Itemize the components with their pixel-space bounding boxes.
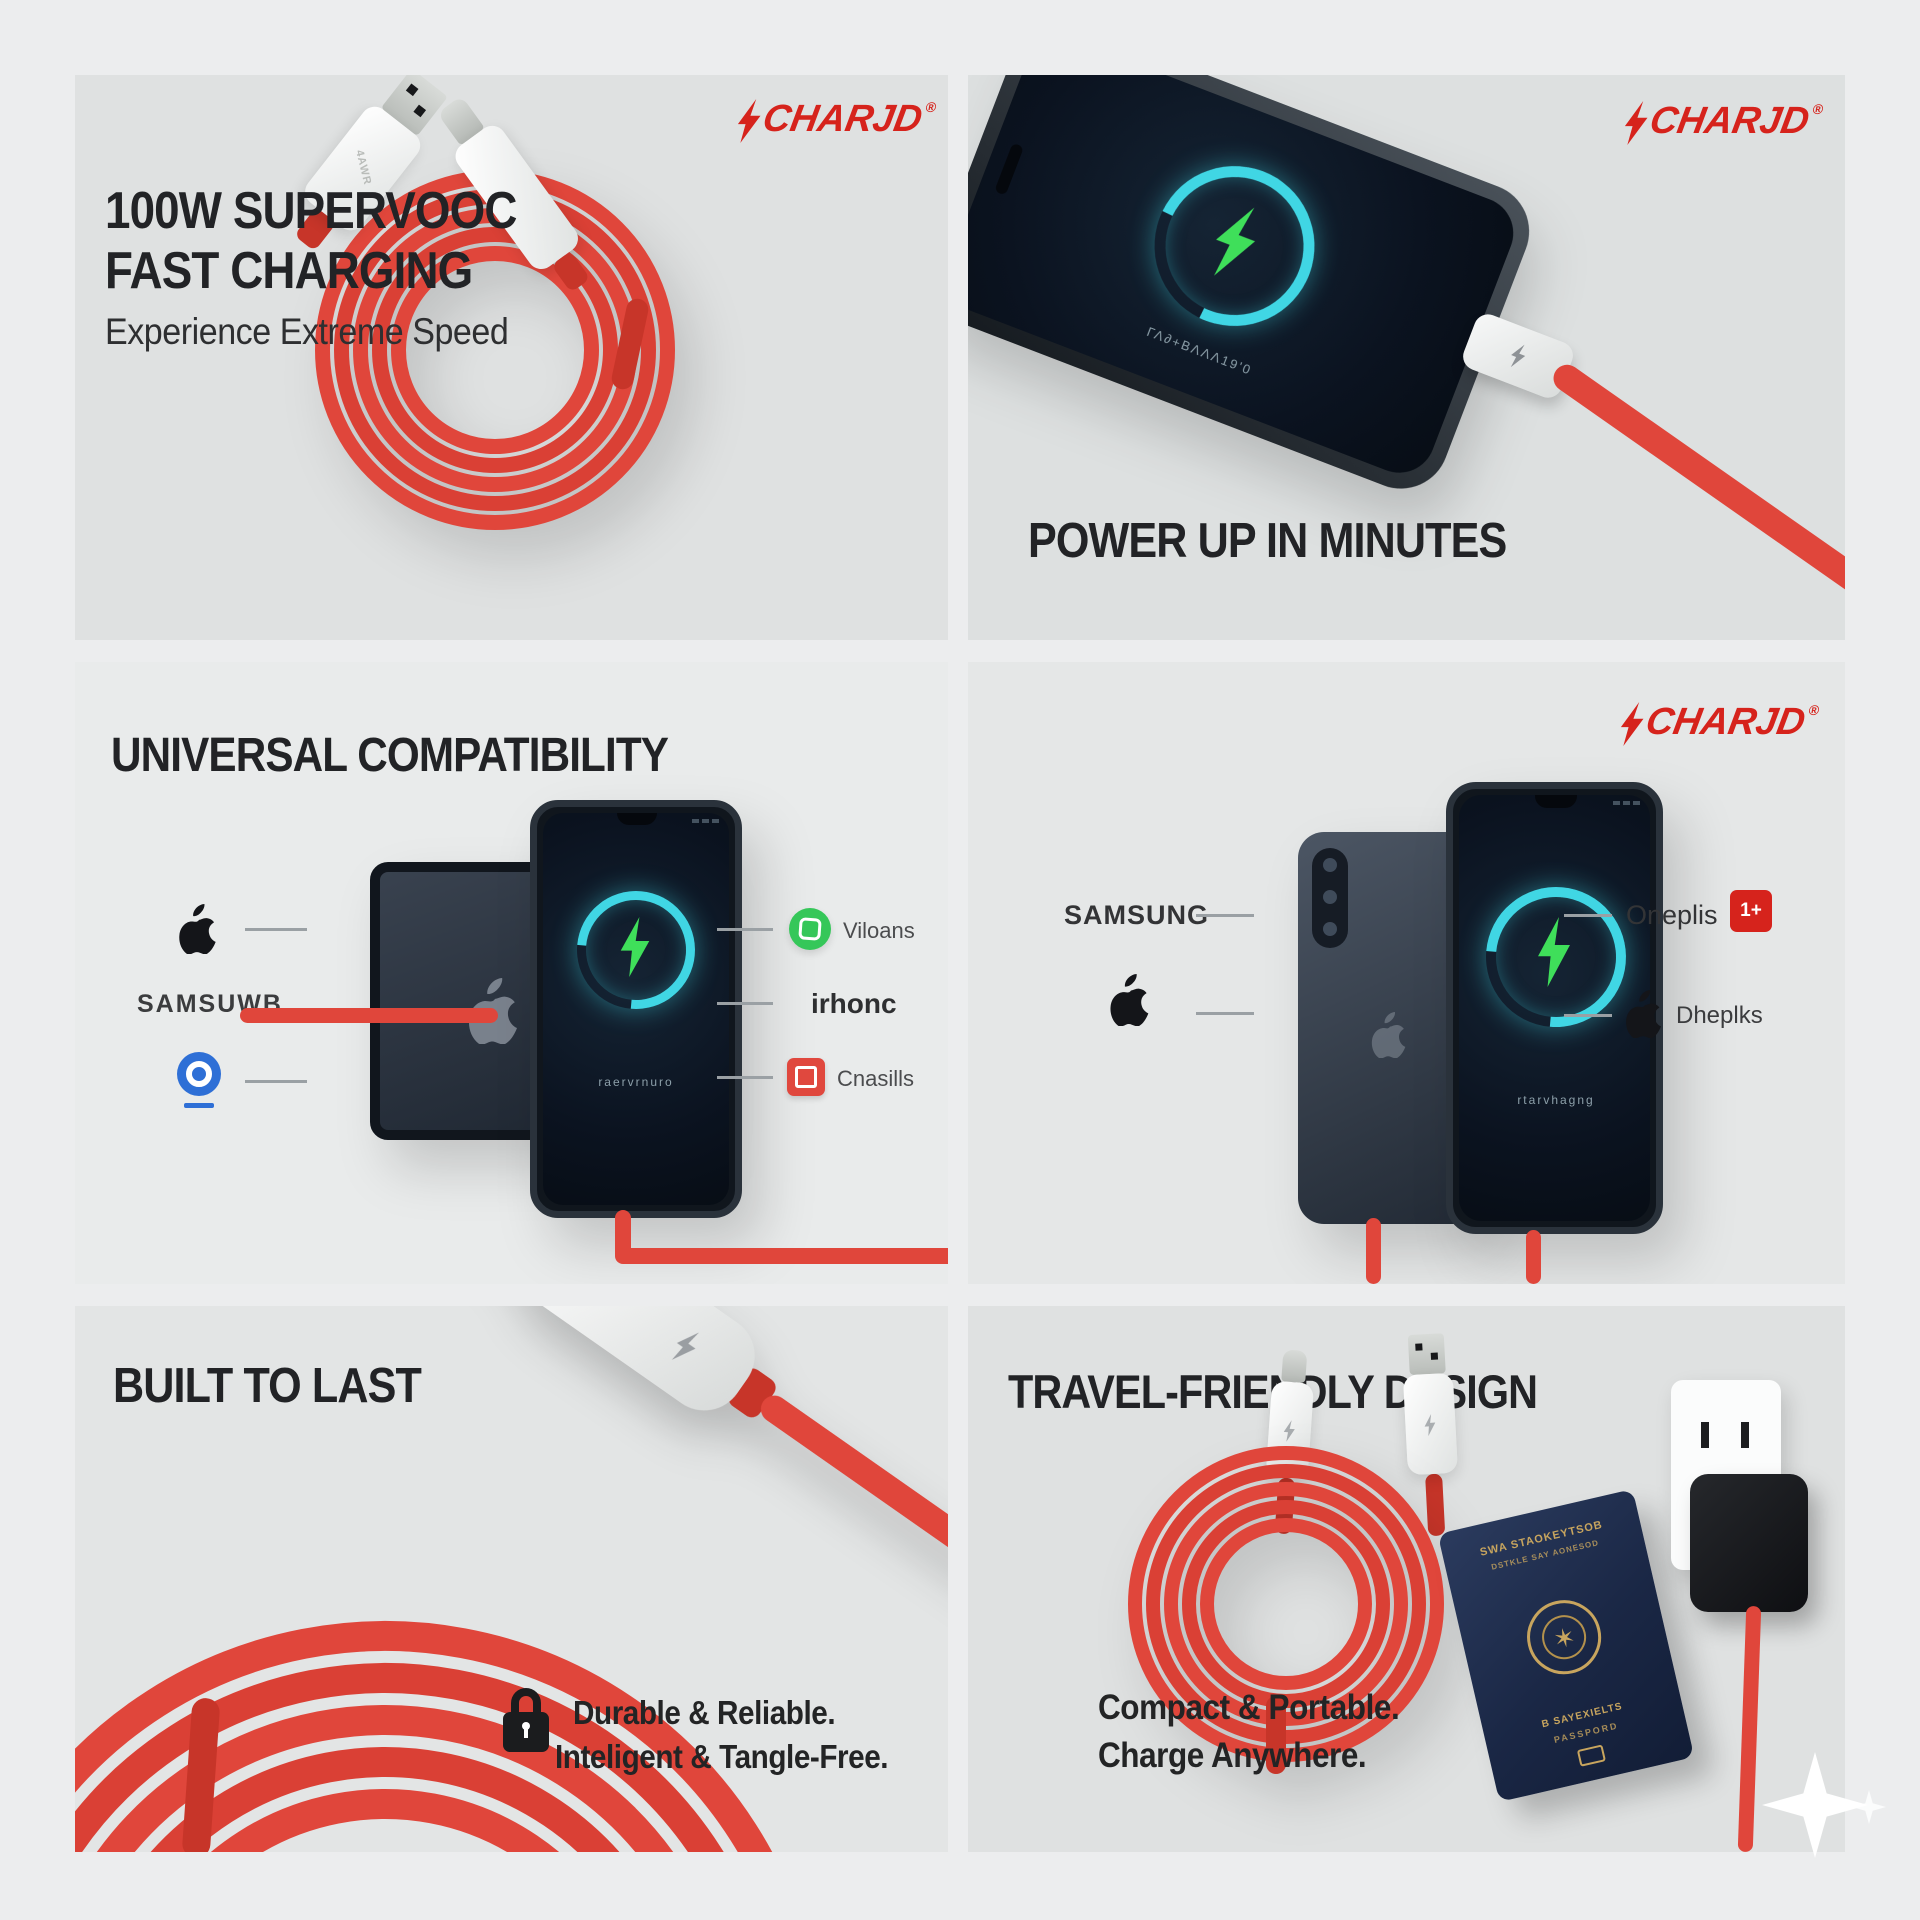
brand-name: CHARJD — [759, 98, 926, 140]
panel-title: UNIVERSAL COMPATIBILITY — [111, 729, 669, 782]
brand-label-samsung: SAMSUNG — [1064, 900, 1210, 930]
wall-charger-image — [1690, 1474, 1808, 1612]
feature-text-line1: Compact & Portable. — [1098, 1688, 1400, 1727]
connector-line — [1196, 1012, 1254, 1015]
cable-tie — [1266, 1696, 1286, 1774]
registered-mark: ® — [1807, 702, 1821, 718]
charging-phone-image: ΓΛ∂+ΒΛΛΛ19'0 — [968, 75, 1544, 503]
usb-c-metal-tip — [1281, 1349, 1308, 1383]
red-cable — [1526, 1230, 1541, 1284]
red-cable — [1737, 1605, 1762, 1852]
feature-text-line2: Charge Anywhere. — [1098, 1736, 1367, 1775]
connector-bolt-icon — [1506, 341, 1530, 371]
red-badge-icon — [787, 1058, 825, 1096]
brand-label: irhonc — [811, 988, 897, 1019]
oneplus-mark: 1+ — [1740, 900, 1762, 921]
phone-screen: raervrnuro — [543, 813, 729, 1205]
status-bar-icons — [1613, 801, 1640, 805]
charjd-logo: CHARJD ® — [1620, 100, 1825, 145]
red-cable — [755, 1389, 948, 1653]
feature-text-line1: Durable & Reliable. — [573, 1694, 836, 1731]
feature-text-line2: Inteligent & Tangle-Free. — [555, 1738, 889, 1775]
charging-phone-image: rtarvhagng — [1446, 782, 1663, 1234]
oneplus-logo-icon: 1+ — [1730, 890, 1772, 932]
camera-notch — [617, 813, 657, 825]
connector-line — [1564, 1014, 1612, 1017]
charjd-logo: CHARJD ® — [1616, 701, 1821, 746]
blue-badge-icon — [177, 1052, 221, 1108]
camera-notch — [994, 142, 1025, 196]
green-badge-icon — [789, 908, 831, 950]
phone-screen: ΓΛ∂+ΒΛΛΛ19'0 — [968, 75, 1524, 484]
connector-line — [717, 928, 773, 931]
registered-mark: ® — [924, 99, 938, 115]
registered-mark: ® — [1811, 101, 1825, 117]
apple-logo-icon — [1108, 974, 1154, 1027]
brand-label: Cnasills — [837, 1066, 915, 1091]
red-cable — [1366, 1218, 1381, 1284]
connector-bolt-icon — [1282, 1420, 1297, 1443]
connector-line — [245, 928, 307, 931]
charjd-logo: CHARJD ® — [733, 98, 938, 143]
charging-phone-image: raervrnuro — [530, 800, 742, 1218]
usb-a-metal-tip — [1407, 1333, 1446, 1376]
panel-universal-compatibility: UNIVERSAL COMPATIBILITY raervrnuro SAM — [75, 662, 948, 1284]
panel-travel-friendly: TRAVEL-FRIENDLY DESIGN SWA STAO — [968, 1306, 1845, 1852]
panel-fast-charging: CHARJD ® 4AWR 100W SUPERVOOC FAST CHARGI… — [75, 75, 948, 640]
status-bar-icons — [692, 819, 719, 823]
connector-bolt-icon — [666, 1325, 706, 1369]
camera-notch — [1535, 795, 1577, 808]
panel-title-line1: 100W SUPERVOOC — [105, 182, 517, 240]
passport-chip — [1576, 1744, 1606, 1767]
brand-label: Viloans — [843, 918, 915, 943]
panel-title: BUILT TO LAST — [113, 1359, 422, 1413]
connector-bolt-icon — [1423, 1414, 1437, 1437]
panel-brand-compatibility: CHARJD ® rtarvhagng — [968, 662, 1845, 1284]
connector-line — [717, 1002, 773, 1005]
apple-logo-icon — [1370, 1012, 1410, 1059]
panel-title-line2: FAST CHARGING — [105, 242, 473, 300]
connector-line — [717, 1076, 773, 1079]
apple-logo-icon — [177, 904, 221, 955]
red-cable-pointer — [240, 1008, 498, 1023]
brand-name: CHARJD — [1646, 100, 1813, 142]
passport-crest-icon: ✶ — [1519, 1592, 1609, 1682]
brand-label: Oneplis — [1626, 900, 1718, 930]
brand-name: CHARJD — [1642, 701, 1809, 743]
camera-module — [1312, 848, 1348, 948]
sparkle-icon-small — [1852, 1790, 1886, 1824]
connector-line — [245, 1080, 307, 1083]
phone-screen: rtarvhagng — [1457, 795, 1655, 1221]
brand-label: Dheplks — [1676, 1002, 1763, 1029]
panel-built-to-last: BUILT TO LAST Durable & Reliable. Inteli… — [75, 1306, 948, 1852]
coiled-cable-image — [1128, 1446, 1444, 1774]
red-cable — [1548, 359, 1845, 640]
usb-c-body — [507, 1306, 771, 1427]
apple-logo-icon — [1624, 990, 1666, 1039]
screen-status-text: raervrnuro — [598, 1075, 674, 1089]
red-cable — [615, 1248, 948, 1264]
connector-line — [1564, 914, 1612, 917]
panel-power-up: CHARJD ® ΓΛ∂+ΒΛΛΛ19'0 POWER UP IN MINUTE… — [968, 75, 1845, 640]
panel-subtitle: Experience Extreme Speed — [105, 311, 509, 352]
passport-image: SWA STAOKEYTSOB DSTKLE SAY AONESOD ✶ B S… — [1437, 1489, 1695, 1802]
screen-status-text: rtarvhagng — [1517, 1093, 1595, 1107]
connector-line — [1196, 914, 1254, 917]
panel-caption: POWER UP IN MINUTES — [1028, 514, 1507, 568]
